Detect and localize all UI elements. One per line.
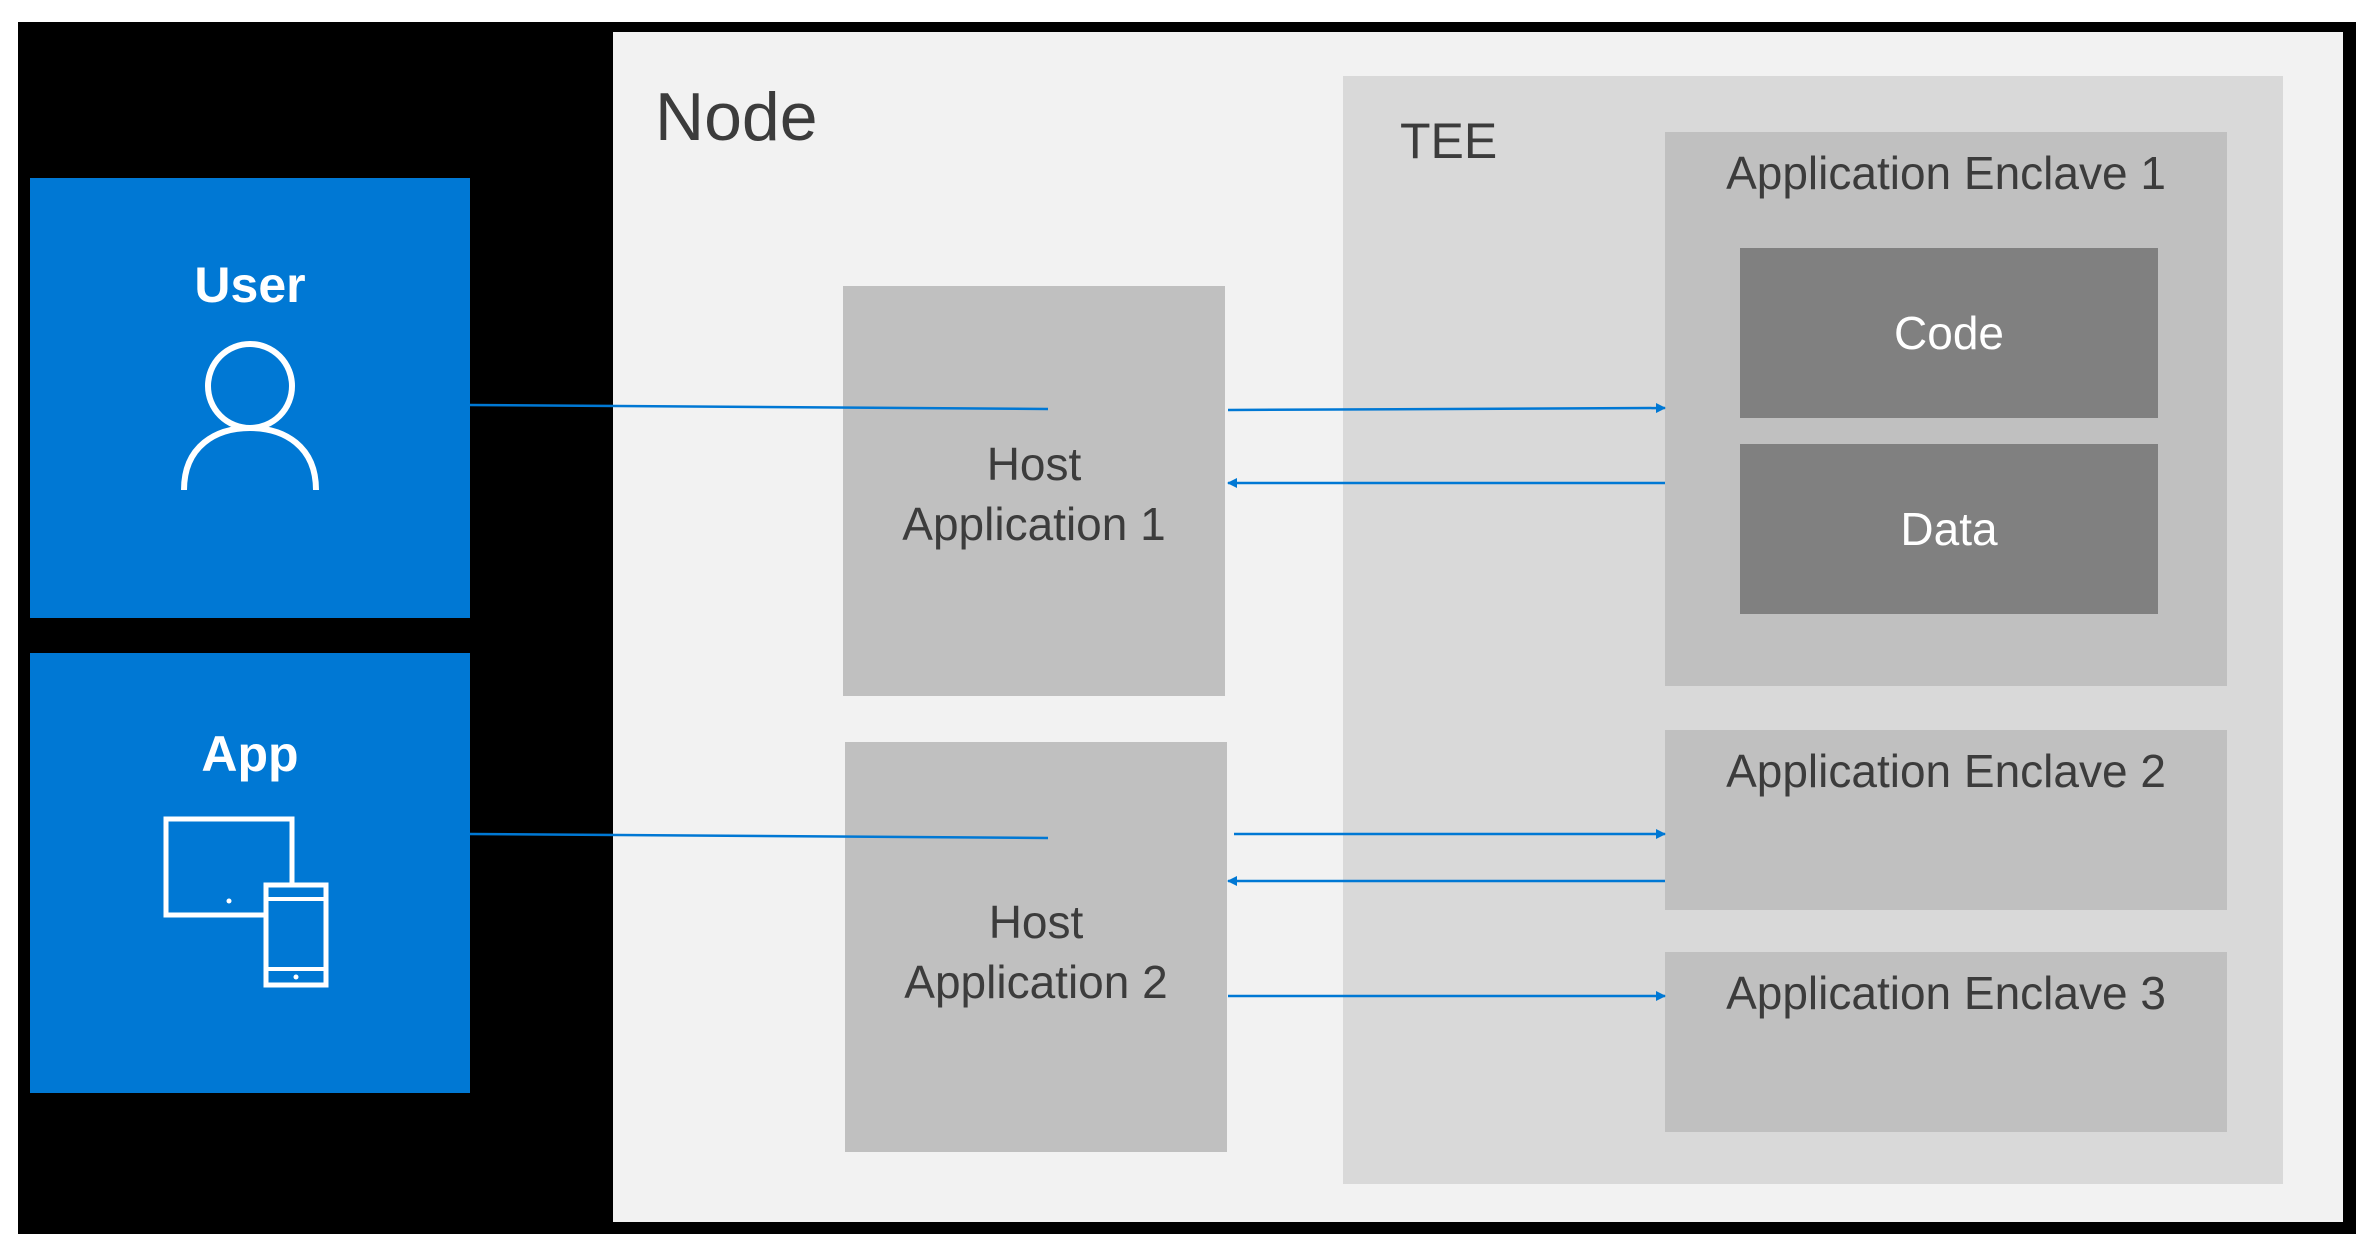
node-label: Node: [655, 79, 818, 155]
user-label: User: [194, 257, 306, 313]
app-label: App: [201, 726, 299, 782]
host-application-1: Host Application 1: [843, 286, 1225, 696]
enclave-3-label: Application Enclave 3: [1726, 967, 2166, 1019]
data-block: Data: [1740, 444, 2158, 614]
person-icon: [181, 341, 319, 491]
user-to-host1-line: [469, 403, 1049, 411]
application-enclave-3: Application Enclave 3: [1665, 952, 2227, 1132]
host-1-line1: Host: [986, 438, 1082, 490]
host-2-line2: Application 2: [904, 956, 1168, 1008]
host-2-line1: Host: [988, 896, 1084, 948]
host-application-2-label: Host Application 2: [845, 892, 1227, 1012]
host-application-1-label: Host Application 1: [843, 434, 1225, 554]
application-enclave-2: Application Enclave 2: [1665, 730, 2227, 910]
data-label: Data: [1900, 503, 1998, 555]
app-to-host2-line: [469, 832, 1049, 840]
enclave-1-label: Application Enclave 1: [1726, 147, 2166, 199]
code-label: Code: [1894, 307, 2004, 359]
enclave-2-label: Application Enclave 2: [1726, 745, 2166, 797]
code-block: Code: [1740, 248, 2158, 418]
app-box: App: [30, 653, 470, 1093]
user-box: User: [30, 178, 470, 618]
devices-icon: [163, 816, 329, 988]
host-1-line2: Application 1: [902, 498, 1166, 550]
tee-label: TEE: [1400, 113, 1498, 169]
host-application-2: Host Application 2: [845, 742, 1227, 1152]
host1-to-enclave1-arrow: [1227, 403, 1666, 414]
